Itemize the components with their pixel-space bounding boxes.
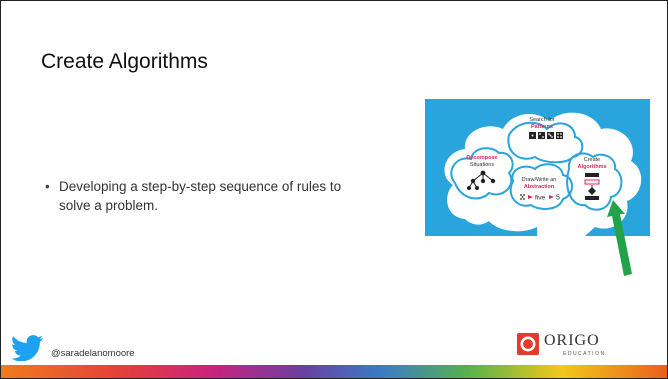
five-number: 5	[556, 195, 560, 202]
twitter-handle: @saradelanomoore	[51, 348, 135, 359]
abstraction-label: Abstraction	[524, 184, 555, 190]
decompose-label: Decompose	[466, 155, 497, 161]
twitter-icon	[12, 335, 43, 361]
dice-icons	[529, 132, 563, 139]
green-arrow-icon	[607, 200, 632, 276]
flowchart-icon	[584, 173, 600, 200]
abstraction-icons: five 5	[520, 194, 560, 202]
drawwrite-label: Draw/Write an	[522, 177, 557, 183]
footer-color-band	[1, 365, 667, 378]
five-word: five	[535, 195, 546, 202]
origo-logo: ORIGO EDUCATION	[517, 331, 657, 361]
patterns-label: Patterns	[531, 124, 553, 130]
origo-logo-subtext: EDUCATION	[563, 351, 606, 357]
algorithms-label: Algorithms	[577, 164, 606, 170]
slide-title: Create Algorithms	[41, 50, 208, 73]
thinking-clouds-illustration: Search for Patterns Decompose Situations	[444, 112, 642, 236]
create-label: Create	[584, 157, 601, 163]
search-label: Search for	[529, 117, 555, 123]
tree-diagram-icon	[467, 170, 496, 190]
situations-label: Situations	[470, 162, 494, 168]
computational-thinking-graphic: Search for Patterns Decompose Situations	[425, 99, 650, 236]
origo-logo-word: ORIGO	[544, 332, 600, 349]
origo-logo-mark-icon	[517, 333, 539, 355]
bullet-item: Developing a step-by-step sequence of ru…	[45, 177, 355, 215]
bullet-list: Developing a step-by-step sequence of ru…	[45, 177, 355, 215]
